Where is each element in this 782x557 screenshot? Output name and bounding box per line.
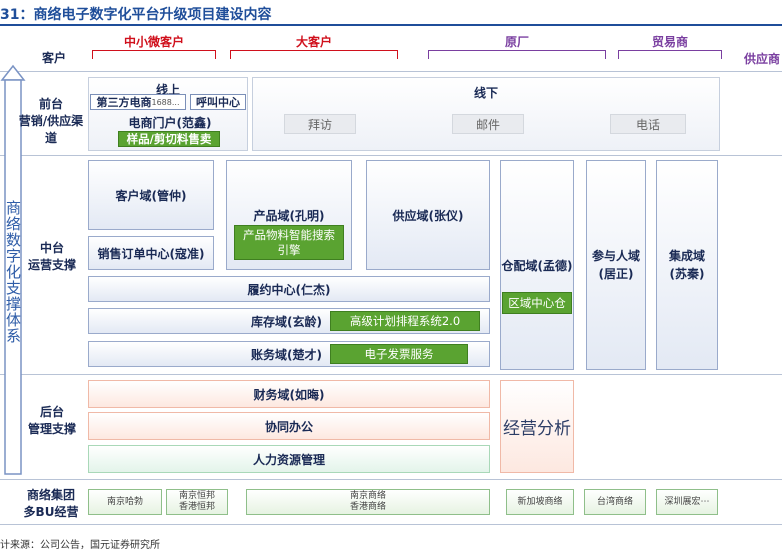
product-search-engine: 产品物料智能搜索引擎 [234, 225, 344, 260]
row-label-customer: 客户 [41, 51, 66, 65]
channel-phone: 电话 [610, 114, 686, 134]
integration-domain: 集成域(苏秦) [656, 160, 718, 370]
customer-domain: 客户域(管仲) [88, 160, 214, 230]
e-invoice-service: 电子发票服务 [330, 344, 468, 364]
participant-domain: 参与人域(居正) [586, 160, 646, 370]
bu-shenzhen: 深圳展宏⋯ [656, 489, 718, 515]
bu-hengbang: 南京恒邦香港恒邦 [166, 489, 228, 515]
fulfillment-center: 履约中心(仁杰) [88, 276, 490, 302]
business-analysis: 经营分析 [500, 380, 574, 473]
row-label-front: 前台营销/供应渠道 [18, 97, 84, 145]
figure-title: 31：商络电子数字化平台升级项目建设内容 [0, 7, 272, 23]
row-label-middle: 中台运营支撑 [27, 241, 76, 272]
row-label-back: 后台管理支撑 [27, 405, 76, 436]
warehouse-domain: 仓配域(孟德) [500, 160, 574, 370]
customer-oem: 原厂 [504, 35, 529, 49]
separator [0, 479, 782, 480]
separator [0, 374, 782, 375]
customer-sme: 中小微客户 [123, 35, 184, 49]
separator [0, 71, 782, 72]
support-system-label: 商络数字化支撑体系 [4, 200, 22, 344]
advanced-planning-system: 高级计划排程系统2.0 [330, 311, 480, 331]
up-arrow-icon [0, 64, 26, 475]
channel-mail: 邮件 [452, 114, 524, 134]
online-label: 线上 [155, 83, 180, 97]
channel-visit: 拜访 [284, 114, 356, 134]
bu-shangluo: 南京商络香港商络 [246, 489, 490, 515]
bu-taiwan: 台湾商络 [584, 489, 646, 515]
title-underline [0, 24, 782, 26]
regional-warehouse: 区域中心仓 [502, 292, 572, 314]
bracket [428, 50, 606, 59]
customer-trader: 贸易商 [651, 35, 688, 49]
bracket [618, 50, 722, 59]
bracket [92, 50, 216, 59]
sample-cut-sales: 样品/剪切料售卖 [118, 131, 220, 147]
customer-large: 大客户 [295, 35, 332, 49]
row-label-group: 商络集团多BU经营 [23, 488, 79, 519]
call-center: 呼叫中心 [190, 94, 246, 110]
collaborative-office: 协同办公 [88, 412, 490, 440]
separator [0, 524, 782, 525]
offline-label: 线下 [473, 86, 498, 100]
source-note: 计来源：公司公告，国元证券研究所 [0, 540, 160, 551]
bu-singapore: 新加坡商络 [506, 489, 574, 515]
finance-domain: 财务域(如晦) [88, 380, 490, 408]
customer-supplier: 供应商 [744, 52, 781, 66]
sales-order-center: 销售订单中心(寇准) [88, 236, 214, 270]
supply-domain: 供应域(张仪) [366, 160, 490, 270]
ecommerce-portal: 电商门户(范鑫) [128, 116, 212, 130]
human-resources: 人力资源管理 [88, 445, 490, 473]
bracket [230, 50, 398, 59]
separator [0, 155, 782, 156]
bu-nanjing-hawu: 南京哈勃 [88, 489, 162, 515]
